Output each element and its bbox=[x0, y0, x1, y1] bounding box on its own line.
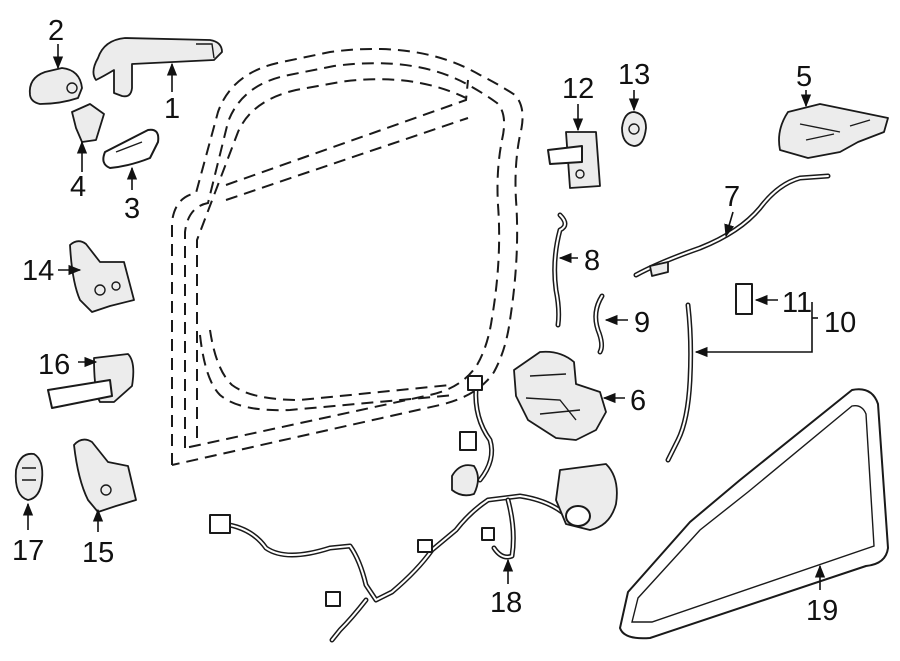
plug-part bbox=[14, 452, 44, 501]
callout-3: 3 bbox=[124, 193, 140, 225]
callout-2: 2 bbox=[48, 15, 64, 47]
callout-15: 15 bbox=[82, 537, 114, 569]
leader-lines bbox=[22, 44, 826, 590]
callout-9: 9 bbox=[634, 307, 650, 339]
lock-module-part bbox=[778, 103, 889, 159]
callout-5: 5 bbox=[796, 61, 812, 93]
callout-labels: 1 2 3 4 5 6 7 8 9 10 11 12 13 14 15 16 1… bbox=[12, 15, 856, 627]
gasket-part bbox=[621, 111, 647, 147]
inside-rod-part bbox=[665, 302, 694, 463]
retainer-part bbox=[735, 283, 753, 315]
callout-12: 12 bbox=[562, 73, 594, 105]
lock-rod-part bbox=[552, 212, 568, 328]
door-check-part bbox=[47, 353, 135, 409]
door-outline bbox=[171, 47, 524, 466]
lower-hinge-part bbox=[73, 438, 137, 513]
callout-1: 1 bbox=[164, 93, 180, 125]
callout-16: 16 bbox=[38, 349, 70, 381]
upper-hinge-part bbox=[69, 240, 135, 313]
lock-cover-part bbox=[102, 128, 160, 169]
callout-8: 8 bbox=[584, 245, 600, 277]
handle-bracket-part bbox=[71, 103, 105, 143]
striker-part bbox=[547, 131, 601, 189]
callout-4: 4 bbox=[70, 171, 86, 203]
wiring-harness-part bbox=[209, 375, 618, 643]
outside-handle-part bbox=[92, 37, 223, 98]
callout-11: 11 bbox=[782, 287, 812, 319]
callout-19: 19 bbox=[806, 595, 838, 627]
window-glass-part bbox=[619, 388, 889, 640]
door-latch-part bbox=[513, 350, 607, 441]
rod-clip-part bbox=[593, 293, 605, 355]
callout-18: 18 bbox=[490, 587, 522, 619]
callout-17: 17 bbox=[12, 535, 44, 567]
handle-cap-part bbox=[28, 67, 83, 105]
callout-13: 13 bbox=[618, 59, 650, 91]
release-cable-part bbox=[633, 173, 831, 278]
callout-7: 7 bbox=[724, 181, 740, 213]
callout-6: 6 bbox=[630, 385, 646, 417]
callout-10: 10 bbox=[824, 307, 856, 339]
callout-14: 14 bbox=[22, 255, 54, 287]
